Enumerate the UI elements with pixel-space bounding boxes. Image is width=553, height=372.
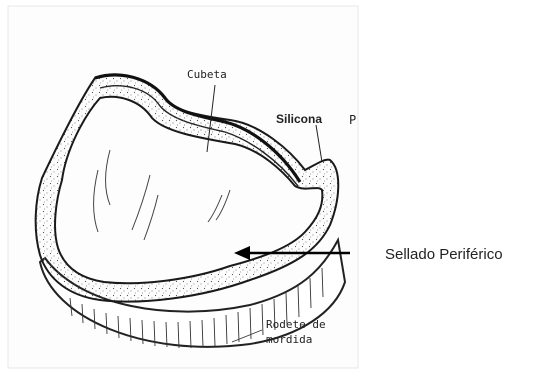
rodete-label-line1: Rodete de [266,318,326,331]
silicona-label: Silicona [276,112,322,126]
sellado-periferico-label: Sellado Periférico [385,246,503,263]
cubeta-label: Cubeta [187,68,227,81]
rodete-label-line2: mordida [266,333,312,346]
cut-off-letter: P [349,113,356,127]
